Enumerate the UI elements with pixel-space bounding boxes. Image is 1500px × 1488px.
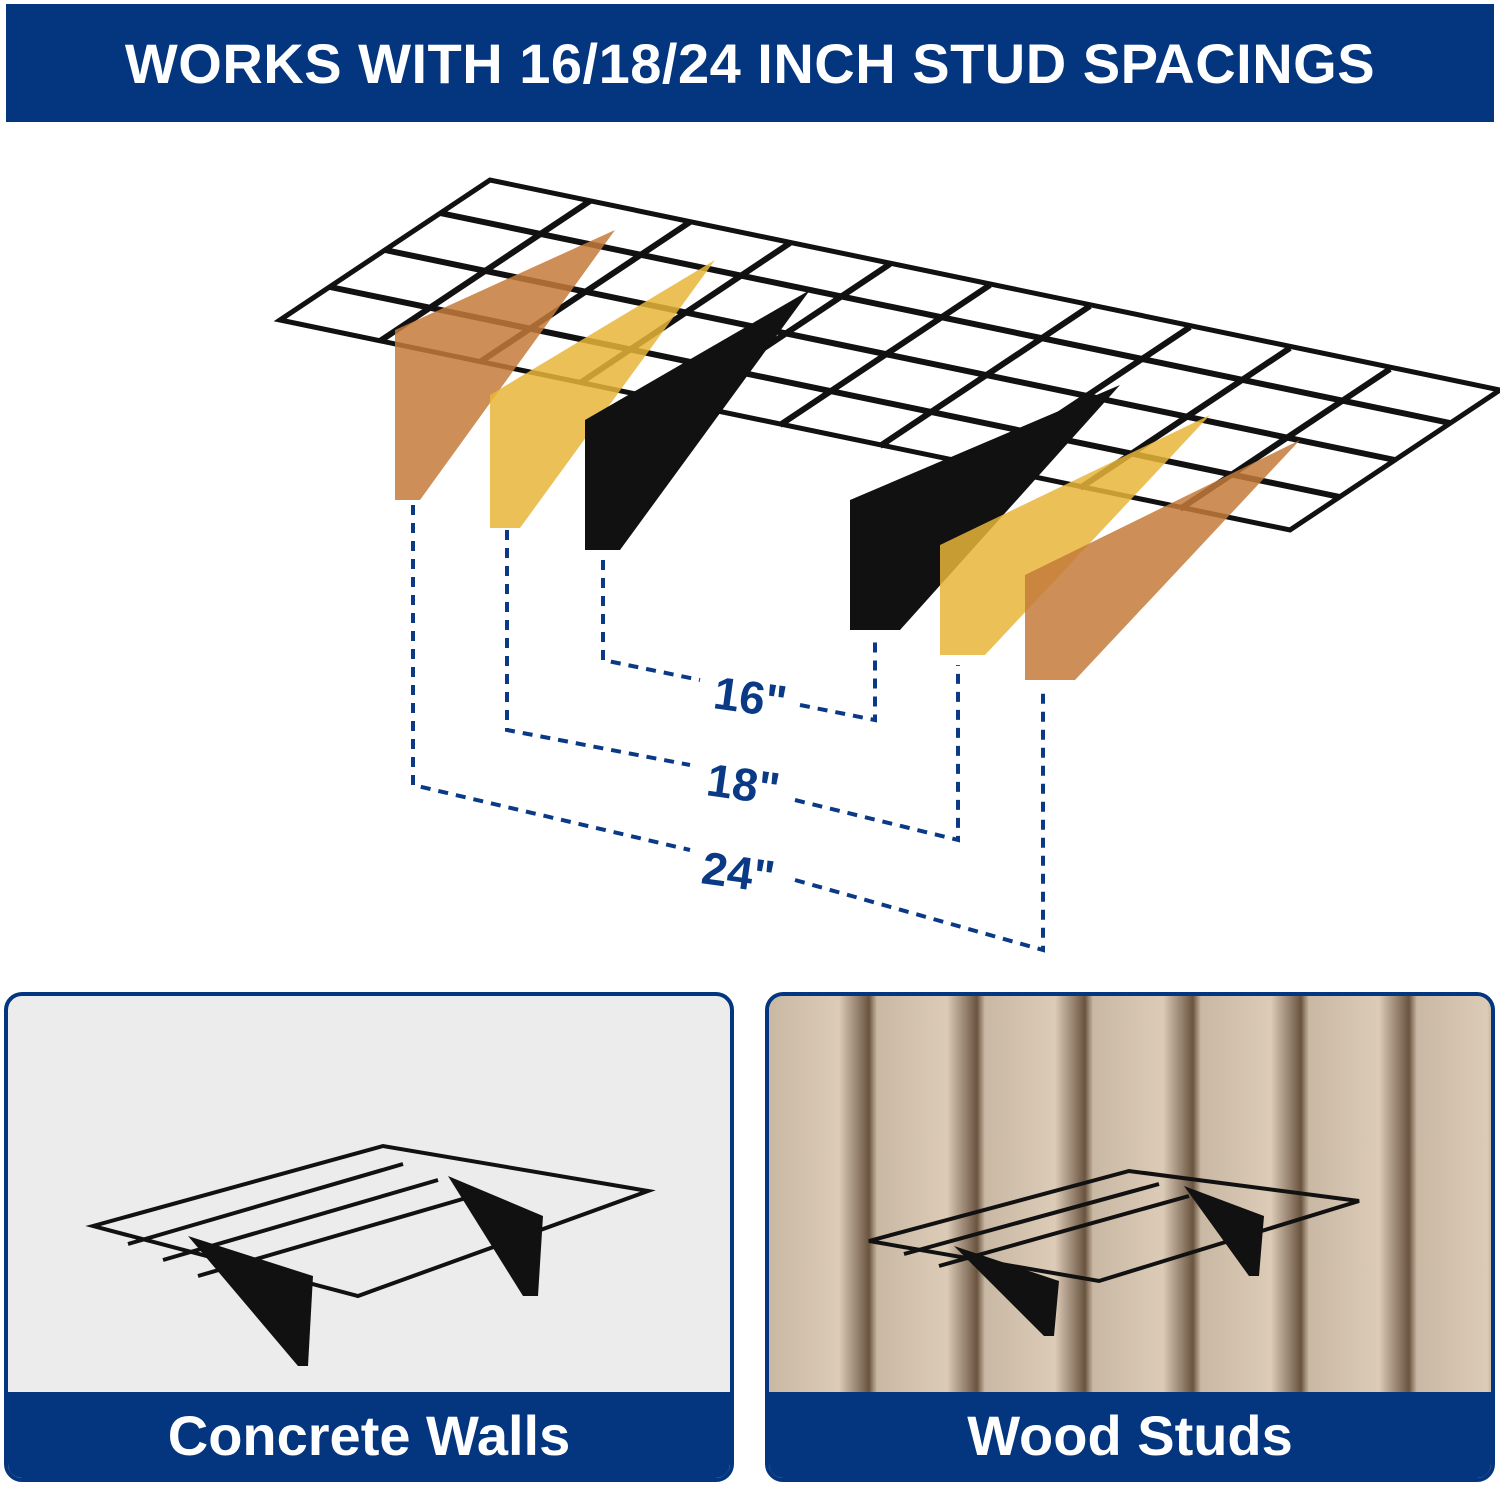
header-banner: WORKS WITH 16/18/24 INCH STUD SPACINGS (6, 4, 1494, 122)
bracket-copper-left-icon (395, 230, 615, 500)
bracket-copper-right-icon (1025, 440, 1300, 680)
bracket-black-right-icon (850, 385, 1120, 630)
wood-stud-photo (769, 996, 1491, 1392)
bracket-gold-right-icon (940, 415, 1210, 655)
shelf-illustration: 16" 18" 24" (273, 177, 1500, 953)
bracket-black-left-icon (585, 290, 810, 550)
wood-studs-panel: Wood Studs (765, 992, 1495, 1482)
stud-spacing-diagram: 16" 18" 24" (0, 130, 1500, 980)
dimension-label-24: 24" (699, 841, 779, 903)
dimension-label-16: 16" (711, 666, 791, 728)
wire-shelf-icon (273, 177, 1500, 533)
dimension-label-18: 18" (704, 753, 784, 815)
bracket-gold-left-icon (490, 260, 715, 528)
dimension-lines (411, 505, 1045, 953)
panel-caption-concrete: Concrete Walls (8, 1392, 730, 1478)
banner-title: WORKS WITH 16/18/24 INCH STUD SPACINGS (124, 31, 1376, 95)
mounted-shelf-icon (868, 1168, 1360, 1336)
mounted-shelf-icon (85, 1143, 656, 1366)
concrete-wall-photo (8, 996, 730, 1392)
concrete-walls-panel: Concrete Walls (4, 992, 734, 1482)
panel-caption-wood: Wood Studs (769, 1392, 1491, 1478)
